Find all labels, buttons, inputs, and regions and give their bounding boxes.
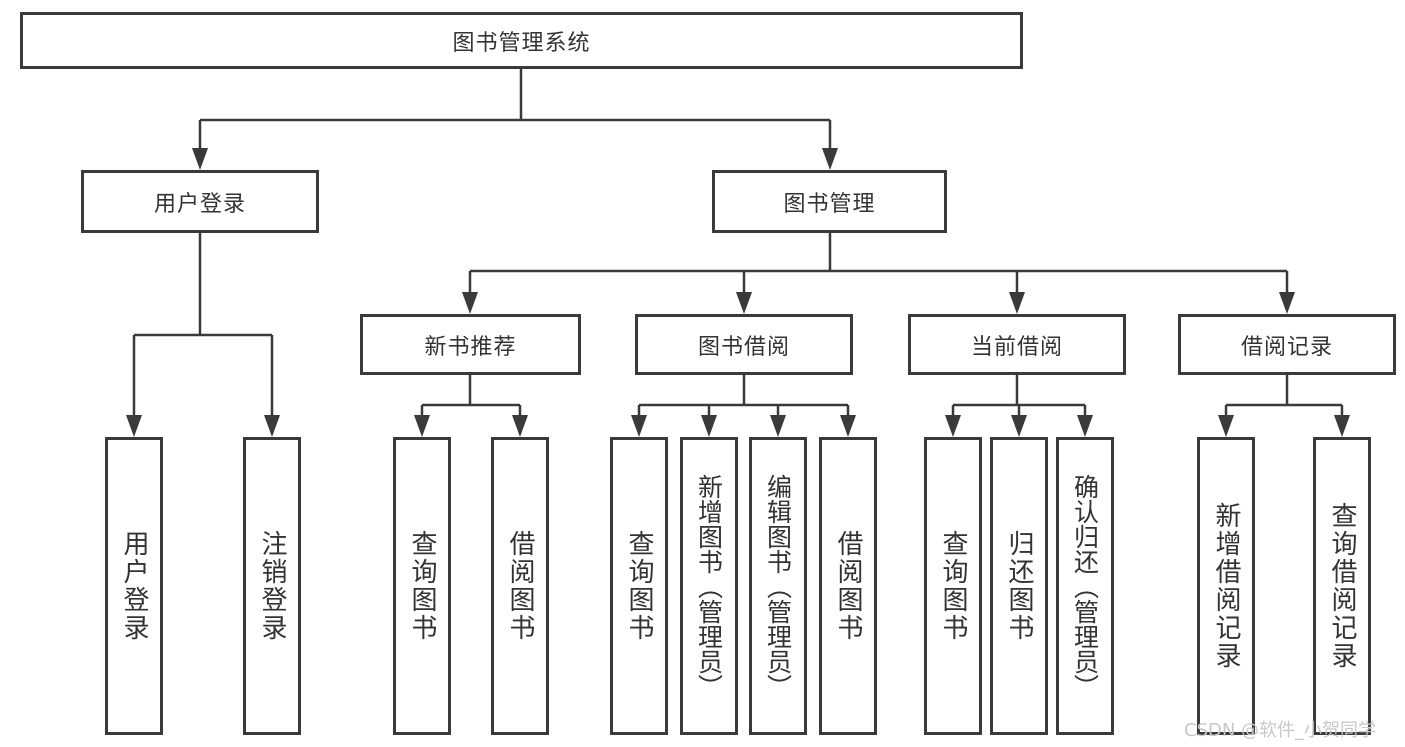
leaf-logout: 注销登录 <box>243 437 301 735</box>
leaf-current-return-books: 归还图书 <box>990 437 1048 735</box>
node-new-book-recommend: 新书推荐 <box>360 314 581 375</box>
leaf-current-query-books: 查询图书 <box>924 437 982 735</box>
node-borrowing-records: 借阅记录 <box>1178 314 1396 375</box>
node-current-borrowing: 当前借阅 <box>908 314 1126 375</box>
arrowheads <box>126 148 1350 437</box>
leaf-recommend-borrow-books: 借阅图书 <box>491 437 549 735</box>
node-user-login: 用户登录 <box>81 170 319 233</box>
leaf-records-query-record: 查询借阅记录 <box>1313 437 1371 735</box>
leaf-user-login: 用户登录 <box>105 437 163 735</box>
node-book-management: 图书管理 <box>712 170 947 233</box>
leaf-borrow-query-books: 查询图书 <box>610 437 668 735</box>
csdn-watermark: CSDN @软件_小贺同学 <box>1184 720 1377 741</box>
node-library-system: 图书管理系统 <box>20 12 1023 69</box>
leaf-recommend-query-books: 查询图书 <box>393 437 451 735</box>
node-book-borrowing: 图书借阅 <box>635 314 853 375</box>
leaf-borrow-edit-books-admin: 编辑图书（管理员） <box>749 437 807 735</box>
leaf-current-confirm-return-admin: 确认归还（管理员） <box>1056 437 1114 735</box>
leaf-records-add-record: 新增借阅记录 <box>1197 437 1255 735</box>
leaf-borrow-add-books-admin: 新增图书（管理员） <box>680 437 738 735</box>
leaf-borrow-borrow-books: 借阅图书 <box>819 437 877 735</box>
